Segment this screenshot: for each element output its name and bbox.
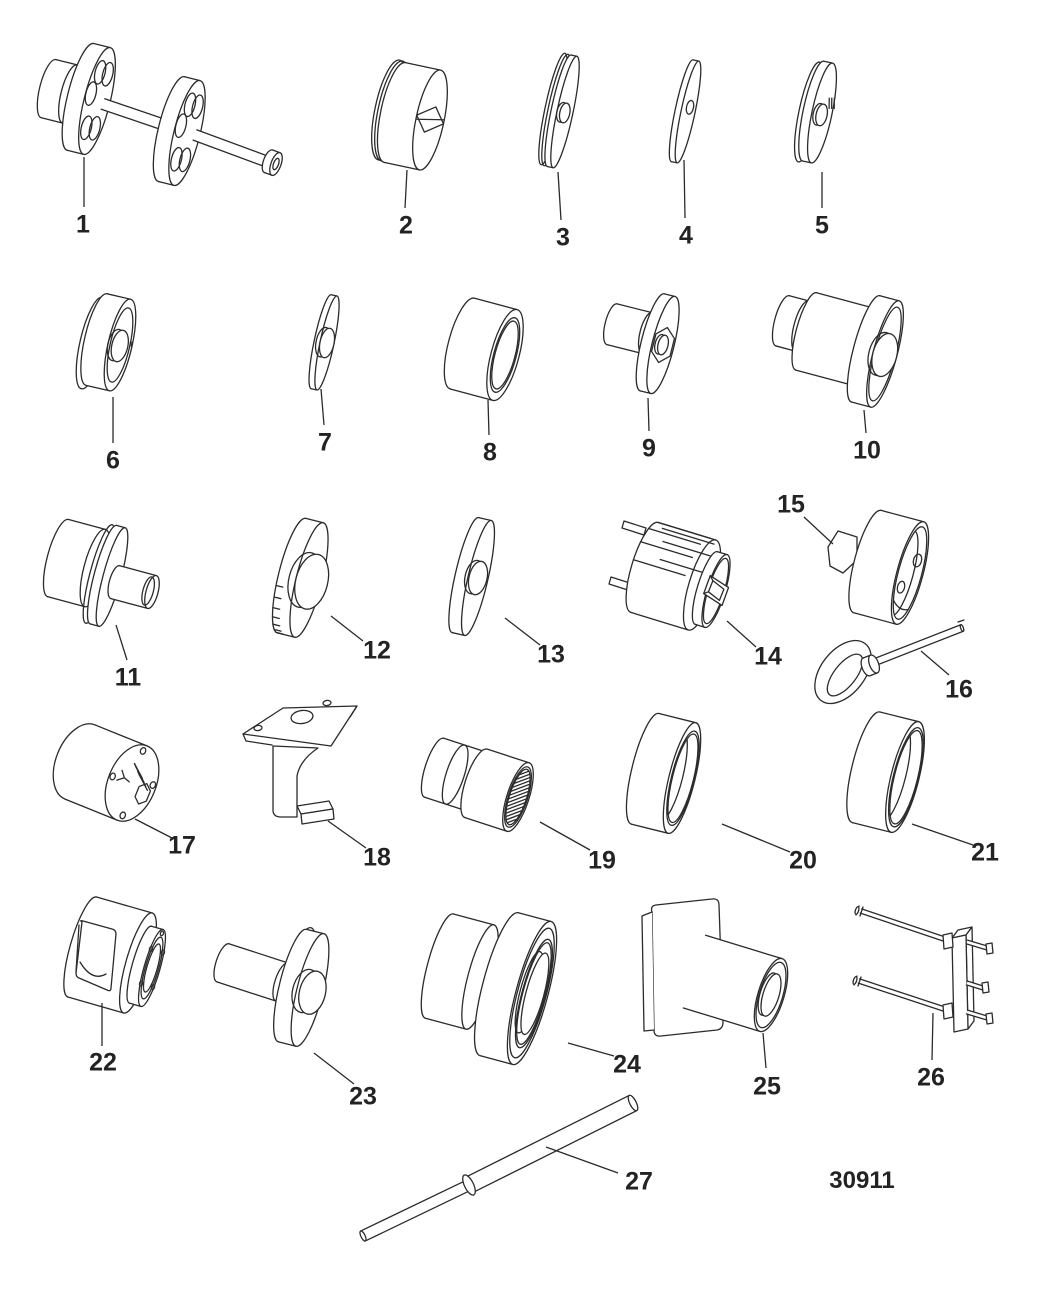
part-18-drawing (242, 699, 358, 825)
callout-7: 7 (318, 428, 332, 457)
part-21-drawing (846, 711, 926, 834)
part-27-drawing (359, 1094, 639, 1242)
part-15-drawing (827, 509, 930, 625)
callout-27: 27 (625, 1167, 653, 1196)
leader-line-26 (931, 1012, 934, 1061)
leader-line-14 (726, 620, 757, 648)
callout-24: 24 (613, 1050, 641, 1079)
callout-13: 13 (537, 640, 565, 669)
part-25-drawing (641, 898, 789, 1037)
part-24-drawing (420, 911, 558, 1066)
callout-14: 14 (754, 642, 782, 671)
callout-3: 3 (556, 223, 570, 252)
leader-line-9 (647, 397, 650, 432)
callout-26: 26 (917, 1063, 945, 1092)
leader-line-10 (863, 409, 867, 434)
callout-22: 22 (89, 1048, 117, 1077)
callout-4: 4 (679, 221, 693, 250)
leader-line-11 (115, 624, 128, 661)
part-1-drawing (36, 42, 283, 187)
part-16-drawing (814, 619, 965, 705)
leader-line-20 (721, 823, 791, 853)
callout-5: 5 (815, 211, 829, 240)
leader-line-24 (567, 1042, 615, 1057)
leader-line-2 (404, 169, 408, 209)
part-10-drawing (771, 292, 905, 408)
part-14-drawing (608, 520, 731, 631)
leader-line-25 (762, 1032, 767, 1069)
leader-line-16 (920, 650, 950, 676)
part-13-drawing (448, 516, 496, 637)
part-12-drawing (271, 517, 330, 638)
part-5-drawing (793, 60, 838, 164)
callout-19: 19 (588, 846, 616, 875)
part-2-drawing (371, 59, 448, 171)
leader-line-3 (557, 171, 562, 221)
leader-line-8 (487, 399, 490, 436)
drawing-number: 30911 (829, 1167, 895, 1194)
part-6-drawing (75, 293, 137, 392)
callout-17: 17 (168, 831, 196, 860)
part-3-drawing (538, 52, 580, 169)
part-22-drawing (63, 896, 167, 1014)
callout-6: 6 (106, 446, 120, 475)
part-4-drawing (668, 59, 702, 164)
callout-10: 10 (853, 436, 881, 465)
part-20-drawing (625, 712, 702, 835)
leader-line-19 (539, 821, 591, 851)
leader-line-4 (683, 159, 686, 219)
callout-1: 1 (76, 210, 90, 239)
part-7-drawing (308, 294, 340, 391)
part-23-drawing (213, 926, 330, 1048)
callout-15: 15 (777, 490, 805, 519)
leader-lines (83, 157, 974, 1174)
callout-2: 2 (399, 211, 413, 240)
callout-23: 23 (349, 1082, 377, 1111)
leader-line-27 (545, 1146, 619, 1174)
callout-8: 8 (483, 438, 497, 467)
callout-25: 25 (753, 1072, 781, 1101)
leader-line-12 (330, 615, 364, 642)
leader-line-15 (803, 516, 834, 545)
leader-line-17 (134, 818, 173, 839)
leader-line-18 (327, 820, 367, 849)
part-19-drawing (420, 737, 536, 833)
callout-16: 16 (945, 675, 973, 704)
part-11-drawing (42, 518, 160, 627)
callout-9: 9 (642, 434, 656, 463)
leader-line-13 (504, 617, 541, 646)
callout-21: 21 (971, 838, 999, 867)
leader-line-23 (313, 1052, 355, 1085)
part-17-drawing (52, 723, 160, 822)
callout-20: 20 (789, 846, 817, 875)
part-8-drawing (443, 297, 524, 402)
leader-line-21 (911, 823, 974, 846)
callout-12: 12 (363, 636, 391, 665)
callout-11: 11 (114, 663, 142, 692)
part-9-drawing (602, 293, 680, 395)
leader-line-7 (320, 388, 325, 426)
part-26-drawing (852, 905, 994, 1033)
callout-18: 18 (363, 843, 391, 872)
